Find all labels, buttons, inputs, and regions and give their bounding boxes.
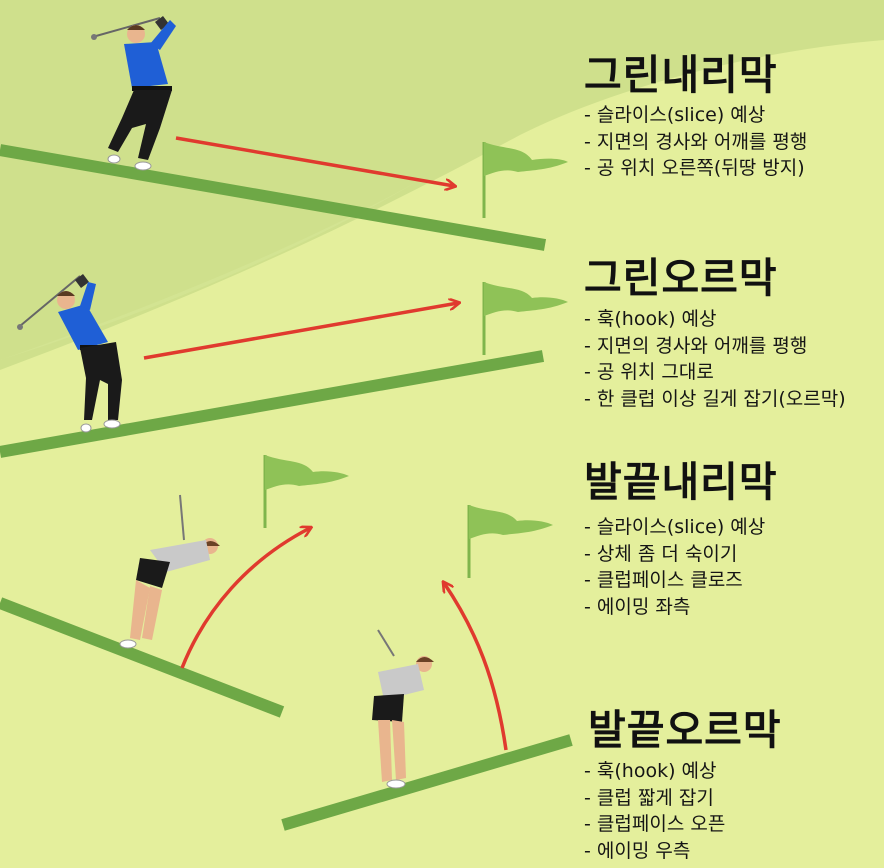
flag-green-downhill — [482, 142, 568, 218]
tip-item: 클럽 짧게 잡기 — [584, 785, 725, 812]
flag-toe-downhill — [263, 455, 349, 528]
arrow-toe-uphill — [444, 583, 508, 751]
tip-item: 공 위치 그대로 — [584, 359, 846, 386]
tip-item: 지면의 경사와 어깨를 평행 — [584, 333, 846, 360]
tip-item: 클럽페이스 클로즈 — [584, 567, 765, 594]
tip-list: 슬라이스(slice) 예상 상체 좀 더 숙이기 클럽페이스 클로즈 에이밍 … — [584, 514, 765, 620]
tip-item: 에이밍 좌측 — [584, 594, 765, 621]
arrow-green-downhill — [175, 136, 454, 186]
tip-item: 공 위치 오른쪽(뒤땅 방지) — [584, 155, 807, 182]
tip-item: 훅(hook) 예상 — [584, 758, 725, 785]
golfer-green-uphill — [17, 274, 122, 433]
slope-toe-uphill — [281, 734, 573, 831]
tip-item: 상체 좀 더 숙이기 — [584, 541, 765, 568]
flag-green-uphill — [482, 282, 568, 355]
tip-list: 슬라이스(slice) 예상 지면의 경사와 어깨를 평행 공 위치 오른쪽(뒤… — [584, 102, 807, 182]
tip-item: 슬라이스(slice) 예상 — [584, 514, 765, 541]
section-title: 그린오르막 — [584, 254, 778, 302]
golfer-toe-downhill — [119, 494, 220, 649]
tip-item: 지면의 경사와 어깨를 평행 — [584, 129, 807, 156]
section-title: 발끝오르막 — [588, 706, 782, 754]
slope-green-downhill — [0, 144, 547, 251]
tip-item: 에이밍 우측 — [584, 838, 725, 865]
tip-item: 클럽페이스 오픈 — [584, 811, 725, 838]
section-title: 발끝내리막 — [584, 458, 778, 506]
flag-toe-uphill — [467, 505, 553, 578]
slope-green-uphill — [0, 350, 545, 458]
arrow-green-uphill — [143, 303, 458, 360]
golfer-green-downhill — [91, 16, 176, 171]
tip-item: 훅(hook) 예상 — [584, 306, 846, 333]
tip-item: 한 클럽 이상 길게 잡기(오르막) — [584, 386, 846, 413]
tip-list: 훅(hook) 예상 클럽 짧게 잡기 클럽페이스 오픈 에이밍 우측 — [584, 758, 725, 864]
arrow-toe-downhill — [180, 528, 310, 669]
tip-list: 훅(hook) 예상 지면의 경사와 어깨를 평행 공 위치 그대로 한 클럽 … — [584, 306, 846, 412]
section-title: 그린내리막 — [584, 51, 778, 99]
tip-item: 슬라이스(slice) 예상 — [584, 102, 807, 129]
slope-toe-downhill — [0, 597, 285, 718]
golfer-toe-uphill — [372, 629, 434, 789]
